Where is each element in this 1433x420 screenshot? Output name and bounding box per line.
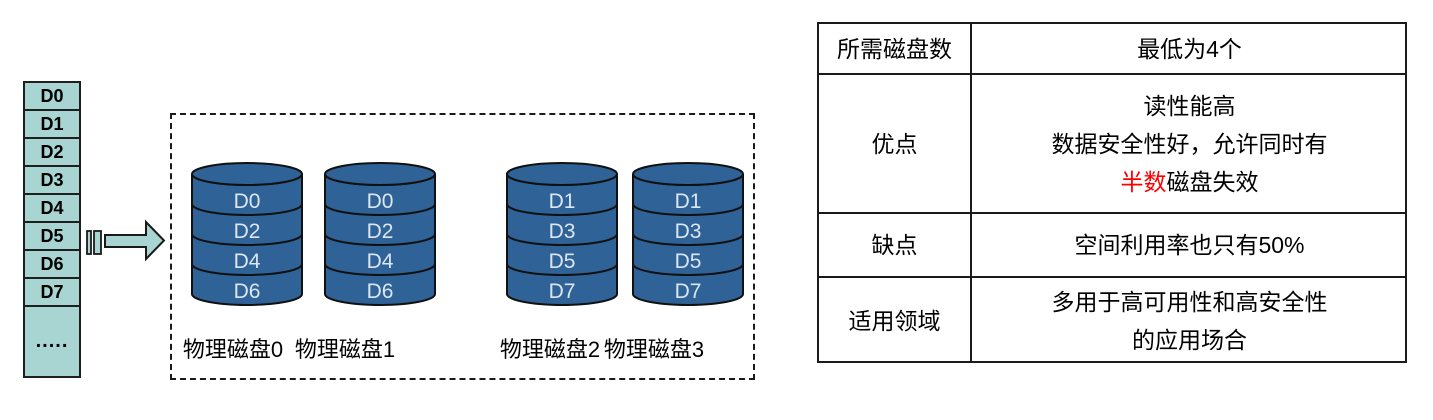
right-arrow-icon xyxy=(86,219,166,262)
disk-block-label: D2 xyxy=(234,220,261,243)
disk-block-label: D2 xyxy=(367,220,394,243)
row-advantages-value: 读性能高 数据安全性好，允许同时有 半数磁盘失效 xyxy=(970,73,1407,212)
raid-group-dashed-box xyxy=(170,113,755,380)
physical-disk-0-cylinder: D0 D2 D4 D6 xyxy=(191,162,303,306)
advantages-line-2: 数据安全性好，允许同时有 xyxy=(1051,130,1328,157)
physical-disk-3-label: 物理磁盘3 xyxy=(603,337,705,362)
logical-block-ellipsis: ..... xyxy=(23,305,81,378)
disk-block-label: D0 xyxy=(234,190,261,213)
disk-block-label: D7 xyxy=(549,280,576,303)
logical-block: D1 xyxy=(23,109,81,139)
physical-disk-1-cylinder: D0 D2 D4 D6 xyxy=(324,162,436,306)
disk-block-label: D5 xyxy=(549,250,576,273)
disk-block-label: D4 xyxy=(367,250,394,273)
logical-block: D2 xyxy=(23,137,81,167)
disk-block-label: D7 xyxy=(675,280,702,303)
logical-block-stack: D0 D1 D2 D3 D4 D5 D6 D7 ..... xyxy=(23,81,81,378)
physical-disk-2-label: 物理磁盘2 xyxy=(499,337,601,362)
logical-block: D6 xyxy=(23,249,81,279)
physical-disk-2-cylinder: D1 D3 D5 D7 xyxy=(506,162,618,306)
raid10-info-table: 所需磁盘数 最低为4个 优点 读性能高 数据安全性好，允许同时有 半数磁盘失效 … xyxy=(817,22,1407,363)
row-disadvantages-value: 空间利用率也只有50% xyxy=(970,212,1407,276)
row-use-cases-value: 多用于高可用性和高安全性 的应用场合 xyxy=(970,276,1407,363)
advantages-line-1: 读性能高 xyxy=(1143,92,1236,119)
disk-block-label: D3 xyxy=(549,220,576,243)
row-required-disks-label: 所需磁盘数 xyxy=(817,22,970,73)
row-disadvantages-label: 缺点 xyxy=(817,212,970,276)
logical-block: D0 xyxy=(23,81,81,111)
row-use-cases-label: 适用领域 xyxy=(817,276,970,363)
disk-block-label: D6 xyxy=(367,280,394,303)
physical-disk-0-label: 物理磁盘0 xyxy=(182,337,284,362)
use-cases-line-1: 多用于高可用性和高安全性 xyxy=(1051,288,1328,315)
logical-block: D4 xyxy=(23,193,81,223)
logical-block: D3 xyxy=(23,165,81,195)
disk-block-label: D4 xyxy=(234,250,261,273)
logical-block: D7 xyxy=(23,277,81,307)
physical-disk-1-label: 物理磁盘1 xyxy=(294,337,396,362)
advantages-line-3: 半数磁盘失效 xyxy=(1121,163,1259,201)
disk-block-label: D3 xyxy=(675,220,702,243)
disk-block-label: D5 xyxy=(675,250,702,273)
use-cases-line-2: 的应用场合 xyxy=(1132,326,1247,353)
row-advantages-label: 优点 xyxy=(817,73,970,212)
logical-block: D5 xyxy=(23,221,81,251)
disk-block-label: D0 xyxy=(367,190,394,213)
advantages-highlight: 半数 xyxy=(1120,168,1167,195)
disk-block-label: D1 xyxy=(675,190,702,213)
row-required-disks-value: 最低为4个 xyxy=(970,22,1407,73)
advantages-line-3-rest: 磁盘失效 xyxy=(1166,168,1259,195)
disk-block-label: D6 xyxy=(234,280,261,303)
physical-disk-3-cylinder: D1 D3 D5 D7 xyxy=(632,162,744,306)
disk-block-label: D1 xyxy=(549,190,576,213)
